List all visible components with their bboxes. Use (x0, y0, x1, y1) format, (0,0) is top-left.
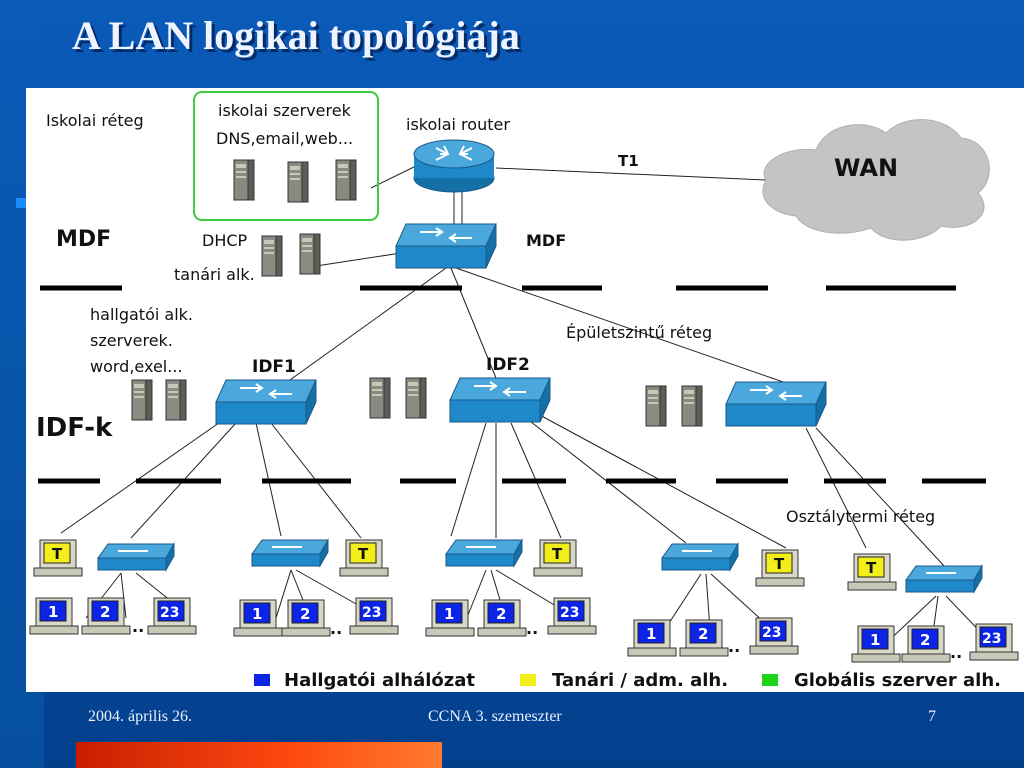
pc-label: 23 (560, 605, 579, 621)
pc-label: 2 (100, 603, 110, 621)
label-router: iskolai router (406, 115, 510, 134)
pc-label: 23 (362, 605, 381, 621)
label-iskolai-reteg: Iskolai réteg (46, 111, 144, 130)
pc-label: T (52, 545, 63, 563)
pc-dots: .. (132, 617, 144, 636)
legend: Hallgatói alhálózat Tanári / adm. alh. G… (254, 670, 1001, 691)
network-diagram: T T T T T 1 2 23 .. 1 2 23 .. 1 2 23 .. … (29, 91, 1019, 691)
pc-label: 2 (698, 625, 708, 643)
footer-course: CCNA 3. szemeszter (428, 708, 562, 725)
label-idf2: IDF2 (486, 355, 530, 375)
pc-label: T (774, 555, 785, 573)
label-servers-line1: iskolai szerverek (218, 101, 352, 120)
label-idf1: IDF1 (252, 357, 296, 377)
student-pcs: 1 2 23 .. 1 2 23 .. 1 2 23 .. 1 2 23 .. … (29, 597, 1019, 663)
label-wan: WAN (834, 154, 898, 182)
label-tanari: tanári alk. (174, 265, 255, 284)
pc-dots: .. (526, 619, 538, 638)
footer-accent-bar (76, 742, 442, 768)
pc-label: 1 (252, 605, 262, 623)
wan-cloud (762, 119, 990, 241)
label-mdf-layer: MDF (56, 227, 111, 252)
label-idf-k: IDF-k (36, 413, 113, 443)
server-icons (131, 159, 703, 427)
pc-label: 23 (982, 631, 1001, 647)
label-halg-line2: szerverek. (90, 331, 173, 350)
pc-label: 23 (160, 605, 179, 621)
label-mdf-switch: MDF (526, 231, 566, 250)
bullet-marker (16, 198, 26, 208)
pc-label: 2 (920, 631, 930, 649)
legend-swatch-teacher (520, 674, 536, 686)
legend-label-global: Globális szerver alh. (794, 670, 1001, 691)
legend-swatch-student (254, 674, 270, 686)
pc-label: 1 (870, 631, 880, 649)
pc-label: 23 (762, 625, 781, 641)
pc-label: 1 (444, 605, 454, 623)
router-icon (413, 139, 495, 193)
diagram-panel: T T T T T 1 2 23 .. 1 2 23 .. 1 2 23 .. … (26, 88, 1024, 692)
label-halg-line3: word,exel... (90, 357, 183, 376)
legend-label-teacher: Tanári / adm. alh. (552, 670, 728, 691)
teacher-pcs: T T T T T (33, 539, 897, 591)
pc-label: T (358, 545, 369, 563)
legend-label-student: Hallgatói alhálózat (284, 670, 475, 691)
pc-label: T (552, 545, 563, 563)
label-servers-line2: DNS,email,web... (216, 129, 353, 148)
server-group-box (193, 91, 379, 221)
pc-label: 2 (496, 605, 506, 623)
layer-dividers (38, 285, 986, 484)
legend-swatch-global (762, 674, 778, 686)
footer-date: 2004. április 26. (88, 708, 192, 725)
label-halg-line1: hallgatói alk. (90, 305, 193, 324)
pc-label: 2 (300, 605, 310, 623)
slide-title: A LAN logikai topológiája (72, 13, 520, 58)
label-dhcp: DHCP (202, 231, 248, 250)
label-osztalytermi: Osztálytermi réteg (786, 507, 935, 526)
label-epuletszintu: Épületszintű réteg (566, 323, 712, 342)
pc-dots: .. (330, 619, 342, 638)
pc-dots: .. (728, 637, 740, 656)
footer-page-number: 7 (928, 708, 936, 725)
pc-label: 1 (48, 603, 58, 621)
label-t1: T1 (618, 152, 639, 170)
pc-label: 1 (646, 625, 656, 643)
pc-label: T (866, 559, 877, 577)
pc-dots: .. (950, 643, 962, 662)
